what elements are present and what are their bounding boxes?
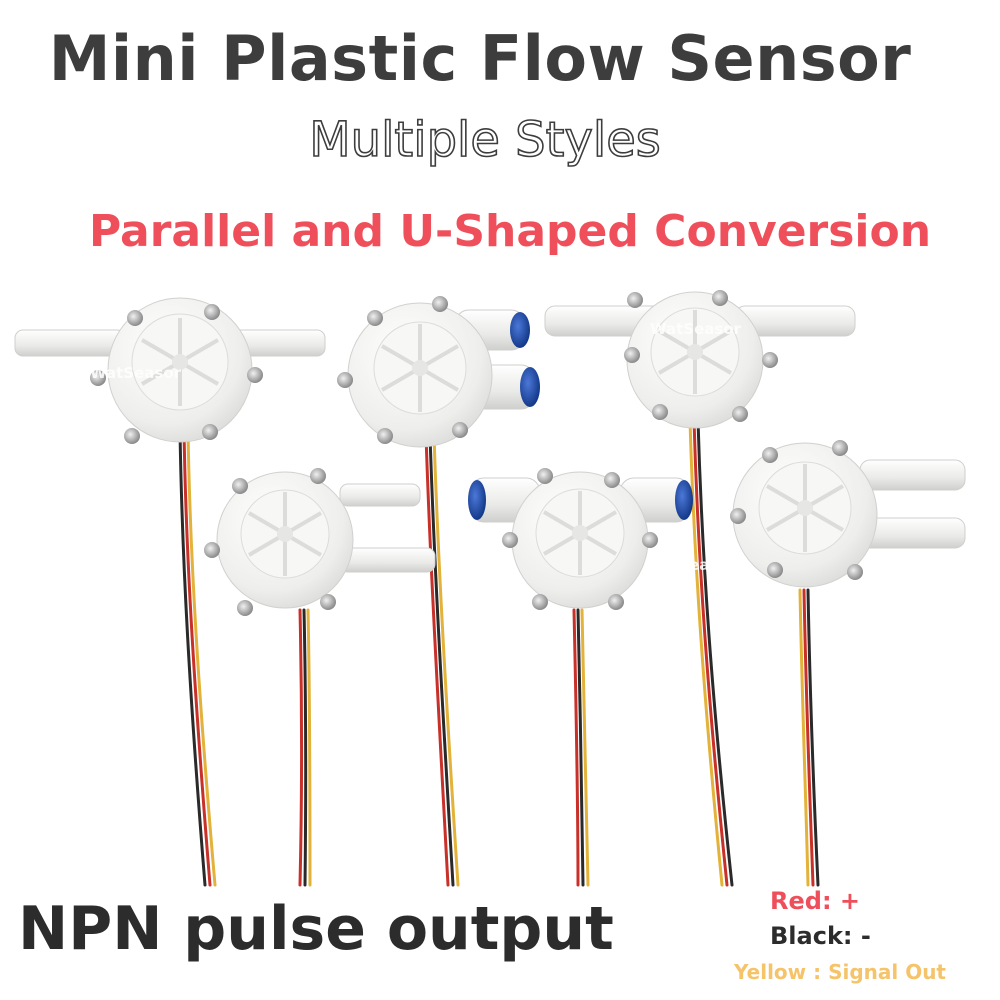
npn-output-heading: NPN pulse output — [18, 894, 614, 964]
page-title: Mini Plastic Flow Sensor — [48, 22, 912, 95]
watermark-text: WatSeasor — [90, 364, 182, 382]
flow-sensor-2 — [337, 296, 540, 448]
watermark-text: WatSeasor — [645, 556, 737, 574]
flow-sensor-3 — [544, 290, 856, 429]
sensor-wires — [178, 418, 820, 887]
flow-sensor-6 — [730, 440, 966, 588]
flow-sensor-5 — [468, 468, 693, 610]
flow-sensor-4 — [204, 468, 436, 616]
legend-red: Red: + — [770, 887, 860, 915]
legend-black: Black: - — [770, 922, 871, 950]
conversion-heading: Parallel and U-Shaped Conversion — [88, 206, 932, 257]
legend-yellow: Yellow : Signal Out — [734, 960, 946, 984]
watermark-text: WatSeasor — [650, 320, 742, 338]
flow-sensor-1 — [14, 297, 326, 444]
page-subtitle: Multiple Styles — [308, 111, 661, 169]
product-photo: WatSeasor WatSeasor WatSeasor — [14, 290, 966, 887]
